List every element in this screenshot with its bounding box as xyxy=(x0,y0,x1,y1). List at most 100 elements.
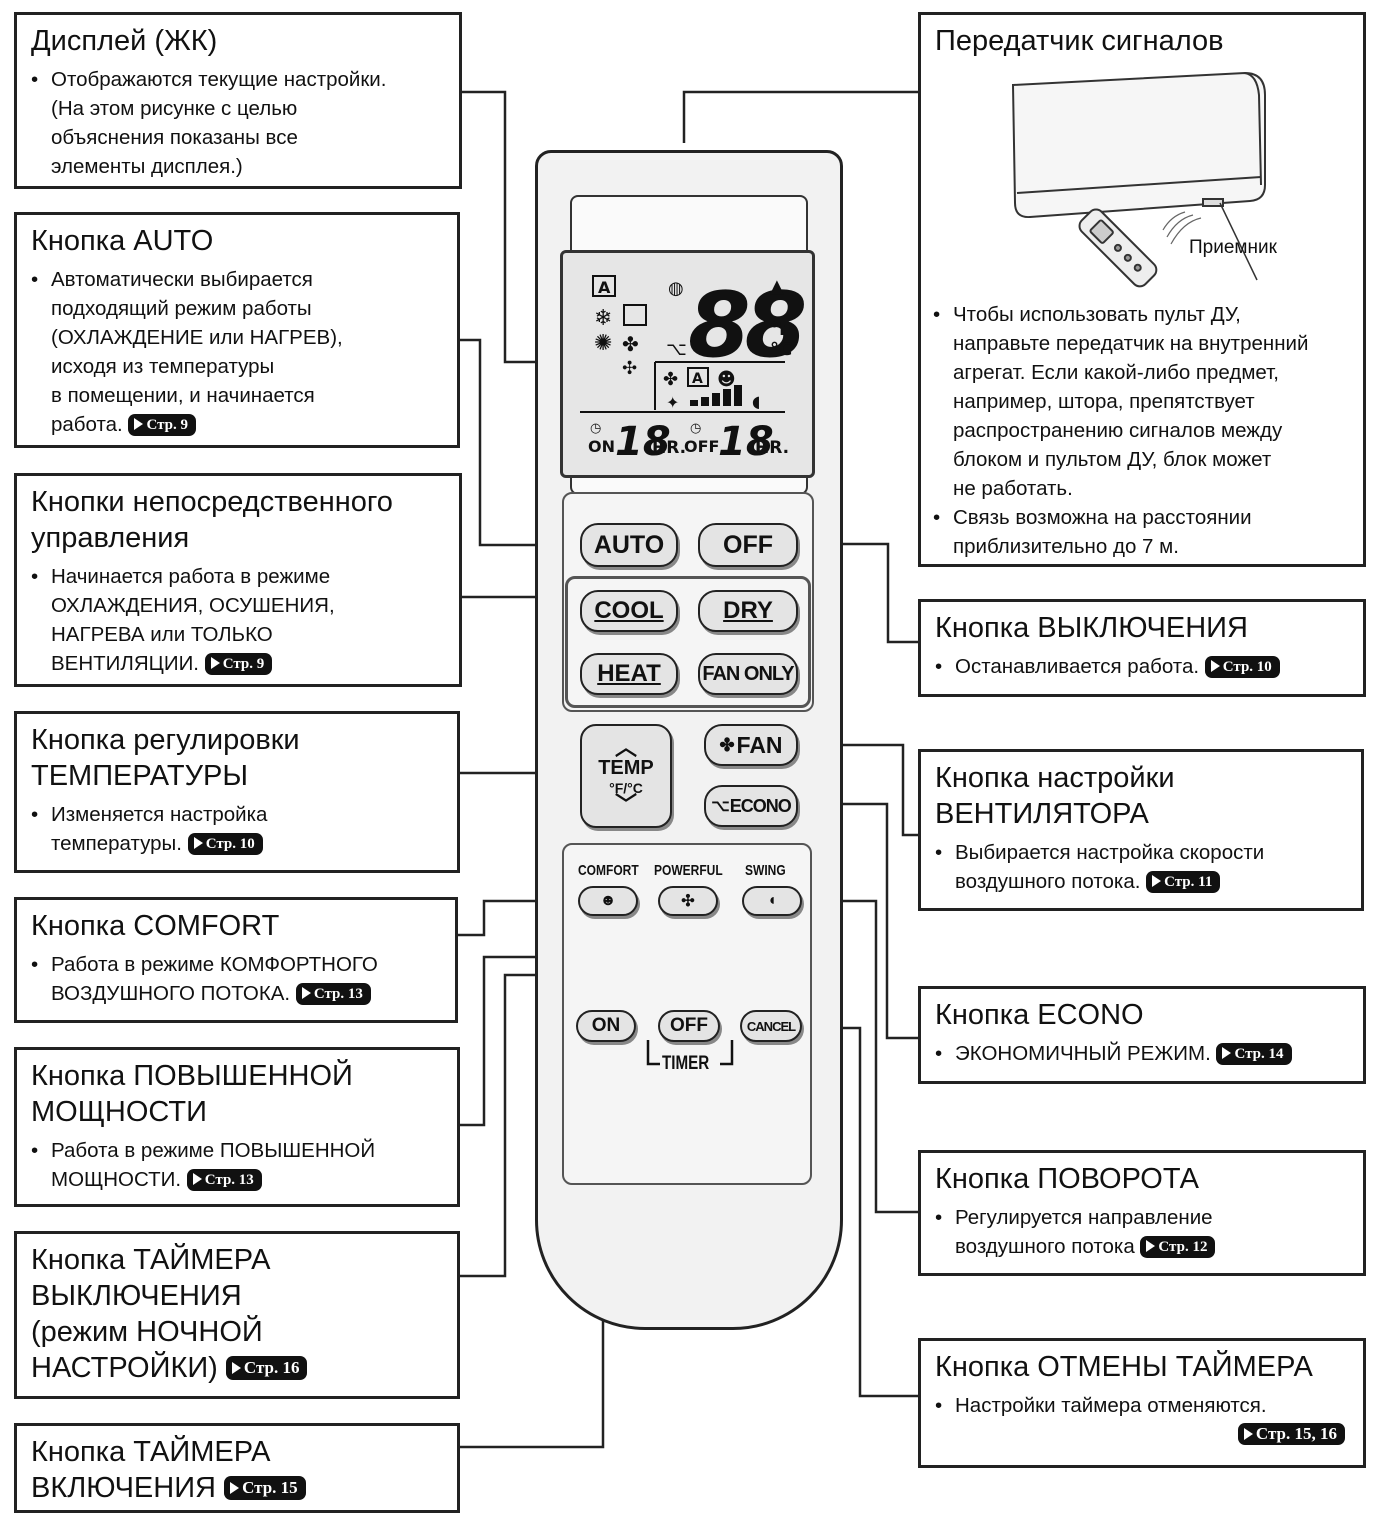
ontimer-callout: Кнопка ТАЙМЕРА ВКЛЮЧЕНИЯ Стр. 15 xyxy=(14,1423,460,1513)
comfort-button[interactable]: ☻ xyxy=(578,886,638,916)
offtimer-page-ref[interactable]: Стр. 16 xyxy=(225,1356,308,1380)
comfort-label: COMFORT xyxy=(578,862,639,879)
fan-title-1: Кнопка настройки xyxy=(935,762,1175,794)
lcd-deg-c: °C xyxy=(770,339,792,360)
lcd-auto-fan: A xyxy=(692,371,703,387)
display-title: Дисплей (ЖК) xyxy=(31,25,218,57)
swing-icon: ◖ xyxy=(767,892,777,909)
comfort-page-ref[interactable]: Стр. 13 xyxy=(295,983,371,1005)
ontimer-page-ref[interactable]: Стр. 15 xyxy=(224,1476,306,1500)
dry-button[interactable]: DRY xyxy=(698,590,798,632)
ontimer-title-2: ВКЛЮЧЕНИЯ xyxy=(31,1472,217,1504)
swing-person-icon: ✦ xyxy=(666,393,679,412)
temp-title-2: ТЕМПЕРАТУРЫ xyxy=(31,760,249,792)
display-line-3: объяснения показаны все xyxy=(51,126,298,149)
receiver-label: Приемник xyxy=(1189,237,1277,258)
play-icon xyxy=(1243,1428,1253,1440)
fan-icon: ✤ xyxy=(622,332,639,356)
swing-icon: ◖ xyxy=(752,392,760,411)
auto-line-3: (ОХЛАЖДЕНИЕ или НАГРЕВ), xyxy=(51,326,343,349)
temp-page-ref[interactable]: Стр. 10 xyxy=(187,833,263,855)
offtimer-title-2: ВЫКЛЮЧЕНИЯ xyxy=(31,1280,242,1312)
lcd-on-label: ON xyxy=(588,437,615,456)
transmitter-title: Передатчик сигналов xyxy=(935,25,1224,57)
comfort-person-icon: ☻ xyxy=(717,369,736,390)
direct-line-3: НАГРЕВА или ТОЛЬКО xyxy=(51,623,273,646)
fan-button[interactable]: ✤FAN xyxy=(704,724,798,766)
direct-line-2: ОХЛАЖДЕНИЯ, ОСУШЕНИЯ, xyxy=(51,594,335,617)
play-icon xyxy=(1146,1240,1156,1252)
auto-line-6: работа. xyxy=(51,413,123,436)
temp-button[interactable]: ︿ TEMP °F/°C ﹀ xyxy=(580,724,672,828)
fan-line-1: Выбирается настройка скорости xyxy=(955,841,1265,864)
swing-button[interactable]: ◖ xyxy=(742,886,802,916)
swing-line-1: Регулируется направление xyxy=(955,1206,1213,1229)
transmitter-b1-6: блоком и пультом ДУ, блок может xyxy=(953,448,1272,471)
powerful-page-ref[interactable]: Стр. 13 xyxy=(186,1169,262,1191)
powerful-line-2: МОЩНОСТИ. xyxy=(51,1168,182,1191)
powerful-line-1: Работа в режиме ПОВЫШЕННОЙ xyxy=(51,1139,376,1162)
cancel-title: Кнопка ОТМЕНЫ ТАЙМЕРА xyxy=(935,1351,1313,1383)
timer-bracket xyxy=(646,1040,734,1066)
comfort-line-2: ВОЗДУШНОГО ПОТОКА. xyxy=(51,982,291,1005)
auto-callout: Кнопка AUTO •Автоматически выбирается по… xyxy=(14,212,460,448)
fan-speed-icon: ✤ xyxy=(663,369,678,390)
swing-page-ref[interactable]: Стр. 12 xyxy=(1140,1236,1216,1258)
swing-callout: Кнопка ПОВОРОТА •Регулируется направлени… xyxy=(918,1150,1366,1276)
cool-button[interactable]: COOL xyxy=(580,590,678,632)
econo-icon: ⌥ xyxy=(666,339,687,360)
heat-button[interactable]: HEAT xyxy=(580,653,678,695)
off-page-ref[interactable]: Стр. 10 xyxy=(1204,656,1280,678)
play-icon xyxy=(1222,1047,1232,1059)
fan-page-ref[interactable]: Стр. 11 xyxy=(1146,871,1221,893)
econo-callout: Кнопка ECONO •ЭКОНОМИЧНЫЙ РЕЖИМ. Стр. 14 xyxy=(918,986,1366,1084)
econo-button[interactable]: ⌥ECONO xyxy=(704,785,798,827)
offtimer-title-3: (режим НОЧНОЙ xyxy=(31,1316,263,1348)
arrow-up-icon: ▲ xyxy=(770,276,784,297)
auto-button[interactable]: AUTO xyxy=(580,523,678,567)
lcd-hr-2: HR. xyxy=(755,438,789,458)
transmitter-b2-1: Связь возможна на расстоянии xyxy=(953,506,1252,529)
auto-title: Кнопка AUTO xyxy=(31,225,214,257)
indoor-unit-illustration xyxy=(1011,71,1266,288)
direct-title-1: Кнопки непосредственного xyxy=(31,486,393,518)
powerful-icon: ✣ xyxy=(681,893,695,910)
fan-only-button[interactable]: FAN ONLY xyxy=(698,653,798,695)
off-line-1: Останавливается работа. xyxy=(955,655,1200,678)
temp-line-1: Изменяется настройка xyxy=(51,803,268,826)
lcd-big-digits: 88 xyxy=(688,273,805,378)
direct-line-1: Начинается работа в режиме xyxy=(51,565,331,588)
powerful-title-1: Кнопка ПОВЫШЕННОЙ xyxy=(31,1060,353,1092)
econo-page-ref[interactable]: Стр. 14 xyxy=(1216,1043,1292,1065)
cancel-timer-button[interactable]: CANCEL xyxy=(740,1010,802,1042)
timer-label: TIMER xyxy=(662,1053,710,1074)
comfort-person-icon: ☻ xyxy=(599,892,617,909)
transmitter-b1-7: не работать. xyxy=(953,477,1073,500)
direct-page-ref[interactable]: Стр. 9 xyxy=(204,653,273,675)
temp-title-1: Кнопка регулировки xyxy=(31,724,300,756)
transmitter-callout: Передатчик сигналов Приемник •Чтобы испо… xyxy=(918,12,1366,567)
auto-line-1: Автоматически выбирается xyxy=(51,268,313,291)
powerful-button[interactable]: ✣ xyxy=(658,886,718,916)
auto-page-ref[interactable]: Стр. 9 xyxy=(128,414,196,436)
play-icon xyxy=(1152,875,1162,887)
off-button[interactable]: OFF xyxy=(698,523,798,567)
transmitter-b1-5: распространению сигналов между xyxy=(953,419,1283,442)
ontimer-title-1: Кнопка ТАЙМЕРА xyxy=(31,1436,271,1468)
display-line-2: (На этом рисунке с целью xyxy=(51,97,298,120)
lcd-off-label: OFF xyxy=(684,437,719,456)
transmitter-b1-1: Чтобы использовать пульт ДУ, xyxy=(953,303,1241,326)
chevron-up-icon: ︿ xyxy=(614,734,637,760)
fan-icon: ✤ xyxy=(719,734,735,755)
offtimer-title-1: Кнопка ТАЙМЕРА xyxy=(31,1244,271,1276)
powerful-callout: Кнопка ПОВЫШЕННОЙ МОЩНОСТИ •Работа в реж… xyxy=(14,1047,460,1207)
off-timer-button[interactable]: OFF xyxy=(658,1010,720,1042)
sleep-icon: ◍ xyxy=(668,278,684,299)
comfort-line-1: Работа в режиме КОМФОРТНОГО xyxy=(51,953,378,976)
econo-icon: ⌥ xyxy=(711,798,729,815)
on-timer-button[interactable]: ON xyxy=(576,1010,636,1042)
display-callout: Дисплей (ЖК) •Отображаются текущие настр… xyxy=(14,12,462,189)
auto-line-2: подходящий режим работы xyxy=(51,297,312,320)
cancel-page-ref[interactable]: Стр. 15, 16 xyxy=(1237,1423,1345,1445)
play-icon xyxy=(193,837,203,849)
